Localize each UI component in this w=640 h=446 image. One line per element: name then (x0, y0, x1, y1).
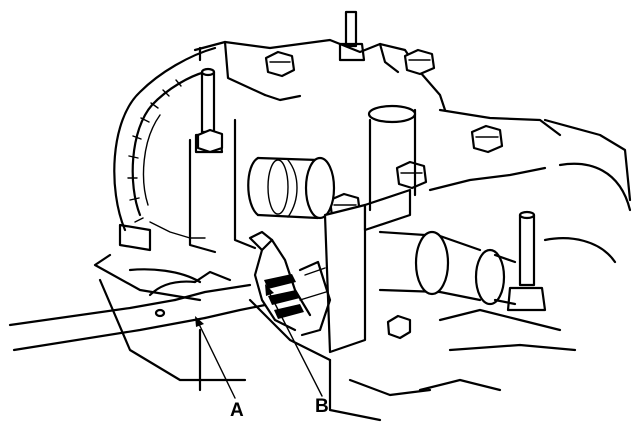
camshaft-pulley (113, 46, 217, 239)
hex-bolt-6 (386, 314, 412, 340)
camshaft-right (378, 230, 517, 306)
camshaft-bearing-cap (323, 104, 562, 354)
label-b: B (315, 396, 329, 417)
leader-line-b (265, 284, 323, 397)
cylinder-head-housing (188, 38, 447, 254)
leader-line-a (195, 316, 236, 399)
cylinder-head-right (418, 118, 632, 392)
stud-bolt-right (506, 210, 547, 312)
cylinder-head-base (93, 223, 432, 422)
hex-bolt-3 (470, 124, 504, 154)
tool-lever (8, 268, 267, 352)
spark-plug-tube (248, 230, 332, 337)
hex-bolt-4 (395, 160, 428, 190)
label-a: A (230, 400, 244, 421)
camshaft-left (247, 156, 336, 220)
hex-bolt-2 (403, 48, 436, 76)
hex-bolt-7 (196, 128, 224, 154)
hex-bolt-1 (264, 50, 296, 78)
stud-bolt-top (338, 10, 366, 62)
